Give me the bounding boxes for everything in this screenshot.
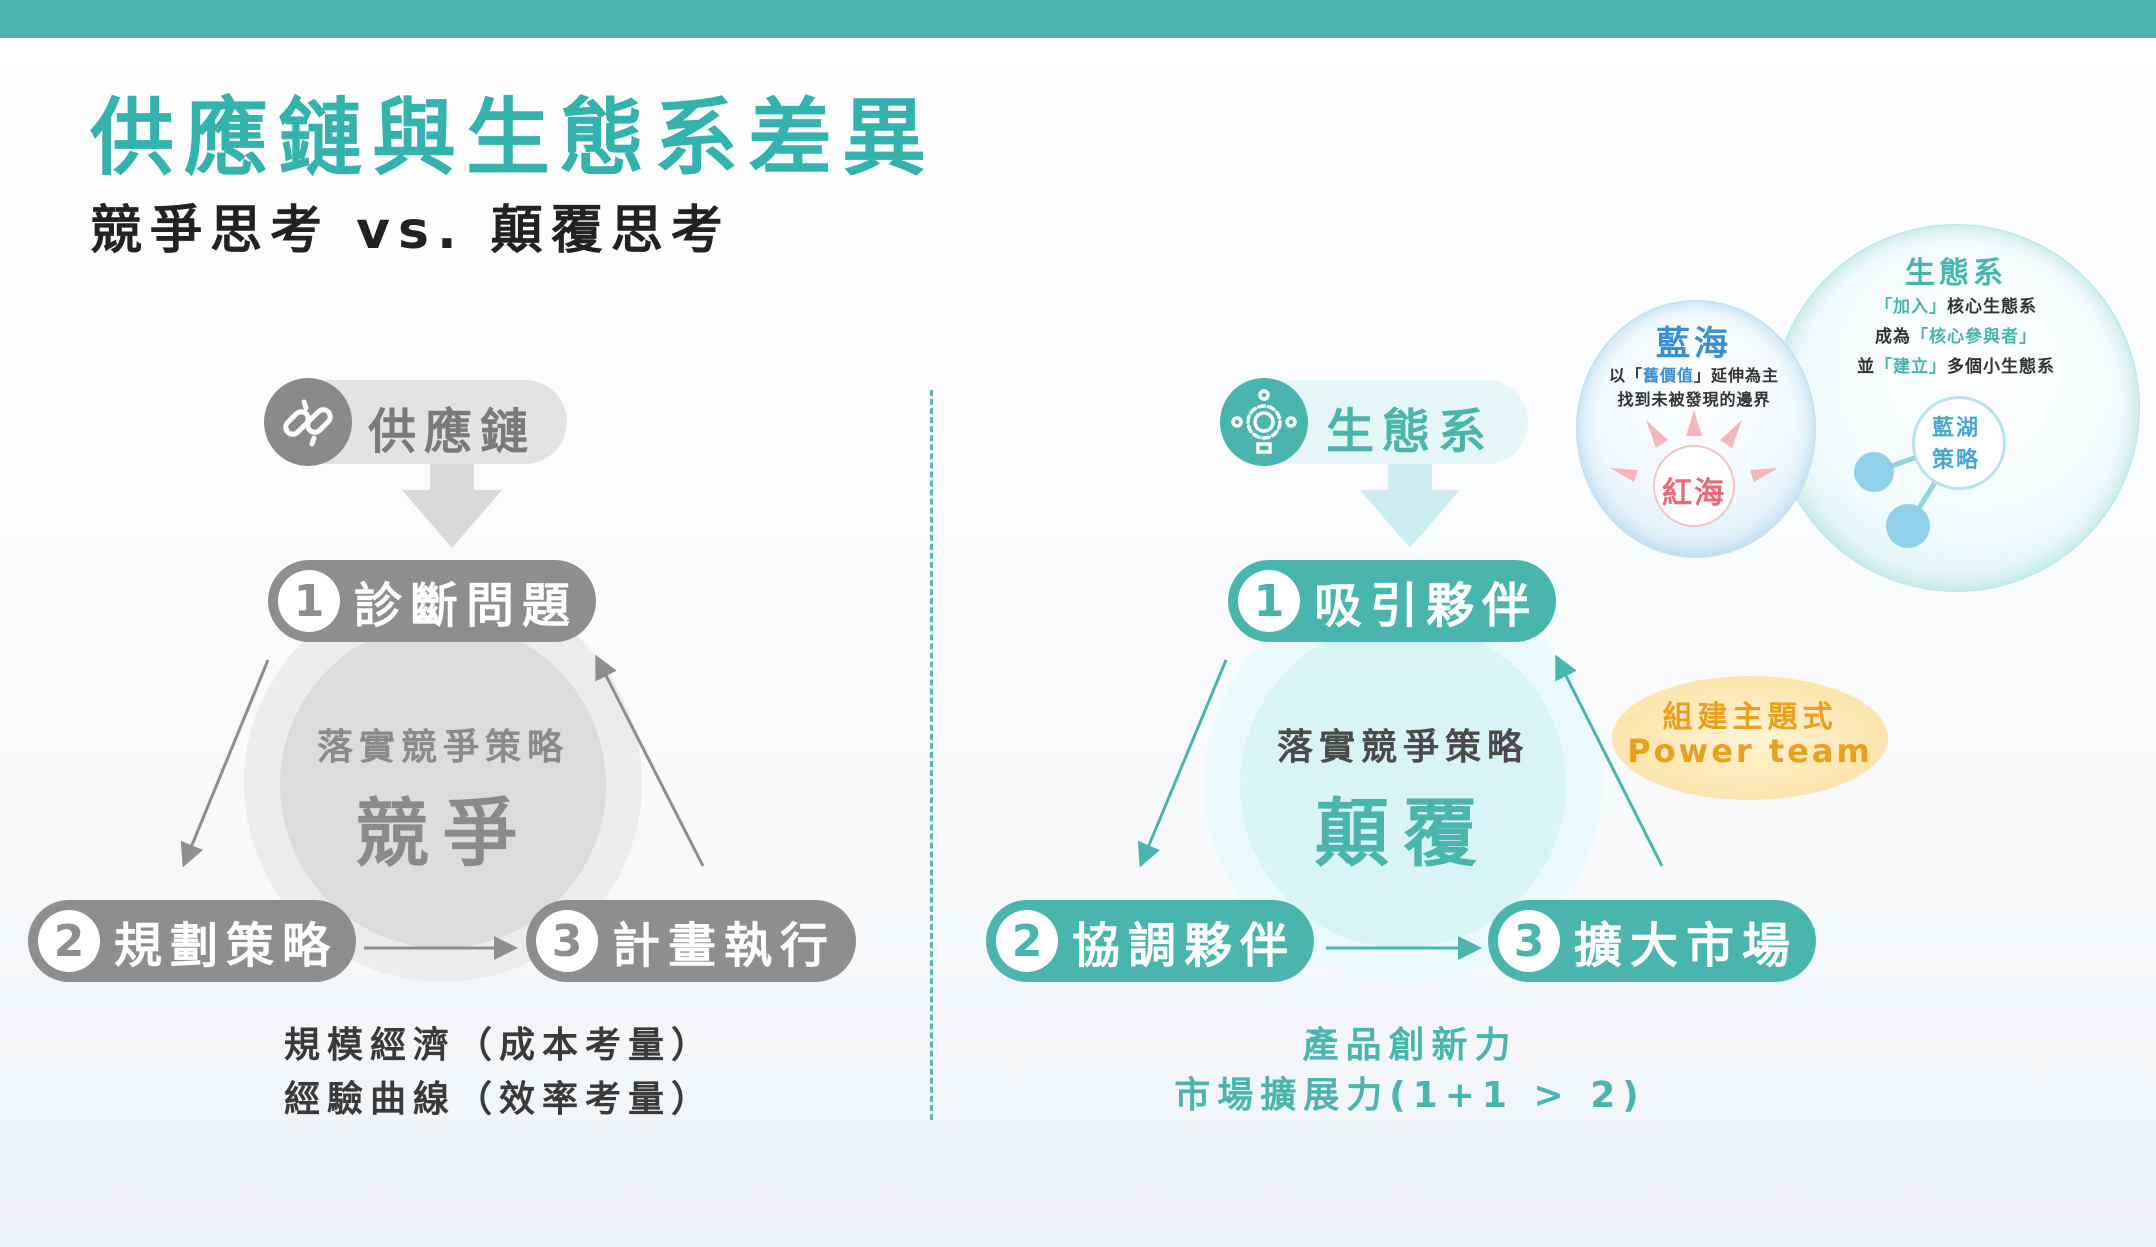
step-expand-market: 3 擴大市場: [1488, 900, 1816, 982]
down-arrow-icon: [402, 464, 502, 548]
highlight-text: 舊價值: [1642, 366, 1694, 385]
center-keyword: 競爭: [355, 791, 531, 877]
footer-line-2: 市場擴展力(1+1 > 2): [1174, 1075, 1646, 1116]
step-diagnose-problem: 1 診斷問題: [268, 560, 596, 642]
power-team-line-2: Power team: [1627, 732, 1873, 770]
center-keyword: 顛覆: [1315, 791, 1491, 877]
step-attract-partners: 1 吸引夥伴: [1228, 560, 1556, 642]
eco-bubble-line-1: 「加入」核心生態系: [1836, 292, 2076, 317]
power-team-line-1: 組建主題式: [1662, 700, 1838, 735]
step-coordinate-partners: 2 協調夥伴: [986, 900, 1314, 982]
down-arrow-icon: [1360, 464, 1460, 548]
supply-chain-header-label: 供應鏈: [368, 404, 537, 460]
text-fragment: 並: [1857, 357, 1875, 377]
text-fragment: 多個小生態系: [1947, 357, 2055, 377]
highlight-text: 「核心參與者」: [1911, 327, 2037, 347]
step-number: 1: [278, 570, 340, 632]
step-execute-plan: 3 計畫執行: [526, 900, 856, 982]
highlight-text: 「建立」: [1875, 357, 1947, 377]
step-label: 診斷問題: [354, 578, 579, 634]
blue-ocean-desc-line-2: 找到未被發現的邊界: [1617, 390, 1771, 409]
red-ocean-label: 紅海: [1662, 476, 1726, 511]
page-subtitle: 競爭思考 vs. 顛覆思考: [90, 201, 731, 261]
broken-chain-icon: [264, 378, 352, 466]
eco-bubble-title: 生態系: [1905, 256, 2007, 291]
text-fragment: 核心生態系: [1947, 297, 2037, 317]
cycle-inner-circle: [1240, 622, 1566, 948]
page-title: 供應鏈與生態系差異: [90, 89, 937, 187]
text-fragment: 」延伸為主: [1694, 366, 1780, 385]
step-number: 3: [1498, 910, 1560, 972]
footer-line-1: 產品創新力: [1302, 1025, 1518, 1066]
step-label: 計畫執行: [612, 918, 837, 974]
step-number: 1: [1238, 570, 1300, 632]
step-number: 2: [38, 910, 100, 972]
center-caption: 落實競爭策略: [1276, 727, 1529, 768]
eco-bubble-line-2: 成為「核心參與者」: [1836, 322, 2076, 347]
gear-network-icon: [1220, 378, 1308, 466]
highlight-text: 「加入」: [1875, 297, 1947, 317]
step-number: 3: [536, 910, 598, 972]
footer-line-1: 規模經濟（成本考量）: [284, 1025, 715, 1066]
footer-line-2: 經驗曲線（效率考量）: [284, 1079, 715, 1120]
blue-ocean-desc-line-1: 以「舊價值」延伸為主: [1576, 362, 1812, 386]
step-label: 吸引夥伴: [1314, 578, 1539, 634]
step-plan-strategy: 2 規劃策略: [28, 900, 356, 982]
eco-bubble-line-3: 並「建立」多個小生態系: [1836, 352, 2076, 377]
text-fragment: 以「: [1608, 366, 1643, 385]
step-label: 規劃策略: [114, 918, 339, 974]
top-accent-bar: [0, 0, 2156, 38]
text-fragment: 成為: [1875, 327, 1911, 347]
section-divider: [930, 390, 933, 1120]
blue-lake-node: [1912, 396, 2006, 490]
blue-lake-line-1: 藍湖: [1931, 416, 1980, 441]
red-ocean-burst-icon: [1610, 410, 1778, 527]
blue-lake-line-2: 策略: [1931, 448, 1980, 473]
step-number: 2: [996, 910, 1058, 972]
cycle-inner-circle: [280, 622, 606, 948]
center-caption: 落實競爭策略: [316, 727, 569, 768]
step-label: 擴大市場: [1574, 918, 1799, 974]
step-label: 協調夥伴: [1072, 918, 1297, 974]
power-team-badge: [1612, 676, 1888, 800]
ecosystem-header-label: 生態系: [1326, 404, 1495, 460]
blue-ocean-title: 藍海: [1656, 324, 1732, 364]
